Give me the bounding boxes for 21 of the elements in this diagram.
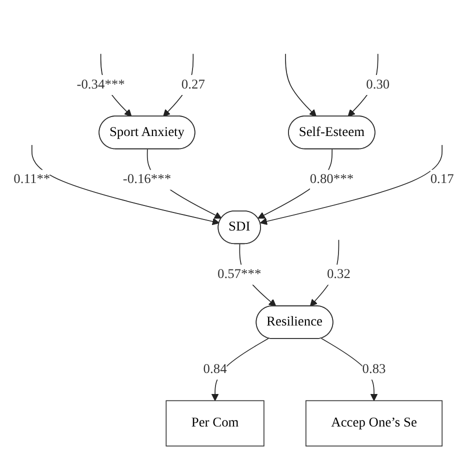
edge-label: 0.17	[430, 172, 454, 186]
arrow	[260, 144, 442, 225]
arrow	[320, 338, 378, 401]
edge-label: -0.16***	[122, 172, 172, 186]
arrow	[310, 239, 340, 306]
edge-label: 0.30	[366, 77, 390, 92]
edge-label: 0.84	[203, 362, 227, 376]
edge-label: 0.80***	[310, 172, 354, 186]
edge-label: -0.34***	[76, 77, 125, 92]
edge-label: 0.11**	[14, 172, 50, 186]
arrow	[348, 53, 378, 116]
arrow	[211, 338, 269, 401]
edge-label: 0.27	[181, 77, 205, 92]
arrow	[163, 53, 194, 116]
arrow	[32, 144, 220, 225]
edge-label: 0.57***	[218, 266, 262, 282]
arrow	[285, 53, 317, 116]
edge-label: 0.32	[326, 266, 350, 282]
node-box: Per Com	[166, 400, 264, 446]
node-box: Accep One’s Se	[306, 400, 443, 446]
edge-label: 0.83	[362, 362, 386, 376]
